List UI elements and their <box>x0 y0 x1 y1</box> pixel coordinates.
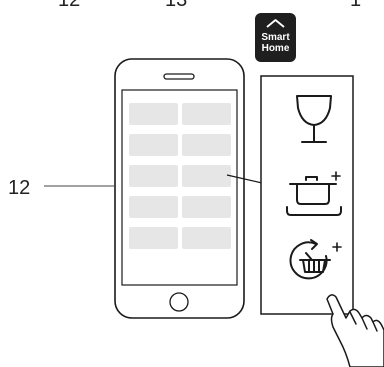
pointing-hand-icon <box>326 294 384 367</box>
pot-sparkle-icon <box>286 171 342 216</box>
wine-glass-icon <box>296 95 332 143</box>
phone-speaker <box>163 73 195 80</box>
callout-label: 12 <box>8 177 30 199</box>
screen-tile <box>182 165 231 187</box>
badge-line1: Smart <box>261 32 290 43</box>
screen-tile <box>129 103 178 125</box>
program-panel <box>260 75 354 315</box>
basket-rotate-sparkle-icon <box>289 239 342 280</box>
smart-home-badge: Smart Home <box>255 13 296 62</box>
top-label-right: 1 <box>350 0 361 11</box>
house-icon <box>266 19 285 28</box>
top-label-middle: 13 <box>165 0 187 11</box>
screen-tile <box>129 165 178 187</box>
screen-tile <box>182 103 231 125</box>
connector-line <box>226 174 263 184</box>
screen-tile <box>182 134 231 156</box>
screen-tile <box>182 196 231 218</box>
top-label-left: 12 <box>58 0 80 11</box>
badge-line2: Home <box>262 43 290 54</box>
screen-tile <box>129 196 178 218</box>
screen-tile <box>182 227 231 249</box>
screen-tiles <box>129 103 231 249</box>
screen-tile <box>129 227 178 249</box>
home-button <box>169 292 189 312</box>
screen-tile <box>129 134 178 156</box>
smartphone <box>114 58 245 319</box>
